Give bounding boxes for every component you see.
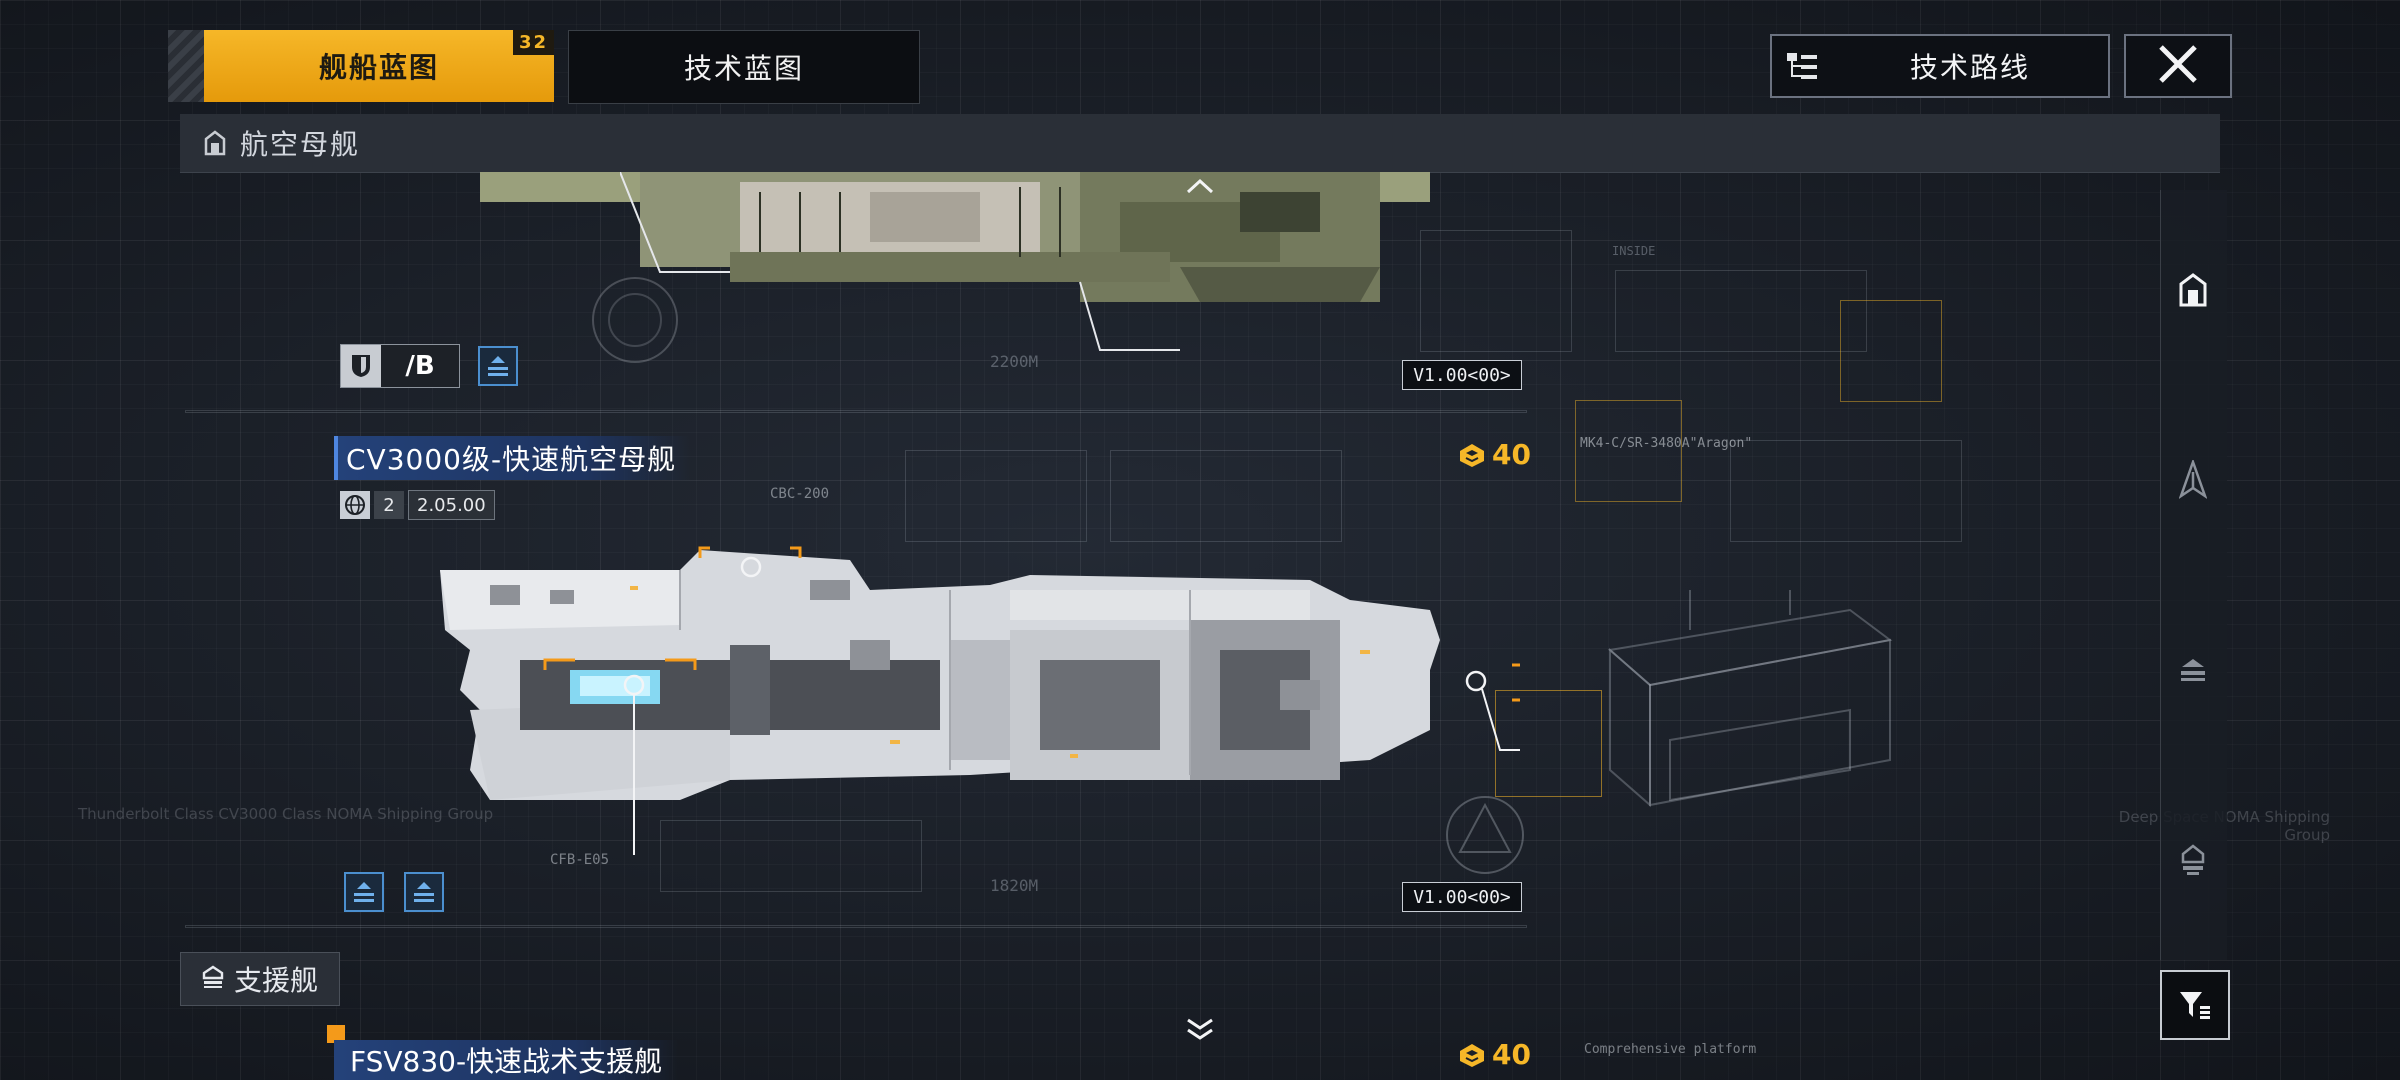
category-strip[interactable]: 航空母舰 [180, 114, 2220, 173]
module-label-bottom: CFB-E05 [550, 852, 610, 868]
filter-button[interactable] [2160, 970, 2230, 1040]
armor-grade-value: /B [381, 345, 459, 387]
support-ship-icon [202, 963, 224, 996]
blueprint-box [1730, 440, 1962, 542]
ship-cost-value: 40 [1492, 438, 1531, 471]
shield-icon [341, 345, 381, 387]
blueprint-circle [1446, 796, 1524, 874]
filter-icon [2180, 992, 2210, 1019]
globe-icon [340, 491, 370, 519]
tech-route-button[interactable]: 技术路线 [1770, 34, 2110, 98]
sidebar-item-frigate[interactable] [2160, 830, 2226, 890]
carrier-category-icon [190, 130, 240, 156]
callout-lines-main [623, 556, 1520, 855]
tab-tech-blueprint-label: 技术蓝图 [683, 52, 804, 85]
next-ship-cost-value: 40 [1492, 1038, 1531, 1071]
chevron-down-icon[interactable] [1180, 1014, 1220, 1044]
ship-name-label: CV3000级-快速航空母舰 [346, 443, 677, 476]
blueprint-highlight-box [1840, 300, 1942, 402]
module-type-icon [404, 872, 444, 912]
ship-main-length: 1820M [990, 876, 1039, 895]
frigate-icon [2181, 844, 2205, 875]
blueprint-line [185, 925, 1527, 928]
ship-image-top[interactable] [480, 172, 1430, 302]
ship-meta: 2 2.05.00 [340, 490, 495, 520]
carrier-icon [2179, 273, 2207, 307]
tab-bar-edge [168, 30, 204, 102]
blueprint-line [185, 410, 1527, 413]
sidebar-item-destroyer[interactable] [2160, 450, 2226, 510]
ship-name-title[interactable]: CV3000级-快速航空母舰 [334, 436, 691, 480]
tree-icon [1772, 51, 1832, 81]
next-ship-name: FSV830-快速战术支援舰 [350, 1045, 663, 1078]
next-ship-note: Comprehensive platform [1584, 1042, 1757, 1057]
sidebar-item-support[interactable] [2160, 640, 2226, 700]
chevron-up-icon[interactable] [1180, 174, 1220, 198]
module-label-top: CBC-200 [770, 486, 830, 502]
close-icon [2157, 43, 2199, 89]
blueprint-box [1615, 270, 1867, 352]
support-section-text: 支援舰 [233, 964, 318, 997]
blueprint-highlight-box [1495, 690, 1602, 797]
blueprint-box [660, 820, 922, 892]
support-icon [2181, 659, 2205, 681]
ship-main-version: V1.00<00> [1402, 882, 1522, 912]
blueprint-box [905, 450, 1087, 542]
ship-cost: 40 [1458, 438, 1531, 471]
module-type-icon [344, 872, 384, 912]
ship-image-main[interactable] [430, 530, 1450, 830]
module-type-icon [478, 346, 518, 386]
blueprint-highlight-box [1575, 400, 1682, 502]
tab-ship-blueprint-label: 舰船蓝图 [318, 51, 439, 84]
blueprint-box [1110, 450, 1342, 542]
blueprint-code-text: MK4-C/SR-3480A"Aragon" [1580, 436, 1753, 451]
tech-route-label: 技术路线 [1909, 51, 2030, 84]
category-sidebar [2160, 190, 2227, 960]
tab-count-badge: 32 [512, 30, 554, 55]
sidebar-item-carrier[interactable] [2160, 260, 2226, 320]
close-button[interactable] [2124, 34, 2232, 98]
new-indicator-dot [327, 1025, 345, 1043]
armor-grade-badge: /B [340, 344, 460, 388]
callout-lines-top [620, 172, 1180, 351]
resource-icon [1460, 443, 1484, 467]
blueprint-dish [592, 277, 678, 363]
support-section-label[interactable]: 支援舰 [180, 952, 340, 1006]
blueprint-box [1420, 230, 1572, 352]
ship-top-version: V1.00<00> [1402, 360, 1522, 390]
tab-tech-blueprint[interactable]: 技术蓝图 [568, 30, 920, 104]
tab-ship-blueprint[interactable]: 舰船蓝图 32 [204, 30, 554, 102]
blueprint-inside-text: INSIDE [1612, 244, 1656, 258]
next-ship-cost: 40 [1458, 1038, 1531, 1071]
resource-icon [1460, 1043, 1484, 1067]
ship-top-length: 2200M [990, 352, 1039, 371]
next-ship-title[interactable]: FSV830-快速战术支援舰 [334, 1040, 679, 1080]
blueprint-caption-left: Thunderbolt Class CV3000 Class NOMA Ship… [78, 805, 494, 823]
ship-tier: 2 [374, 491, 404, 519]
ship-value: 2.05.00 [408, 490, 495, 520]
destroyer-icon [2179, 460, 2207, 499]
blueprint-wireframe [1607, 590, 1893, 808]
category-label: 航空母舰 [240, 128, 361, 161]
